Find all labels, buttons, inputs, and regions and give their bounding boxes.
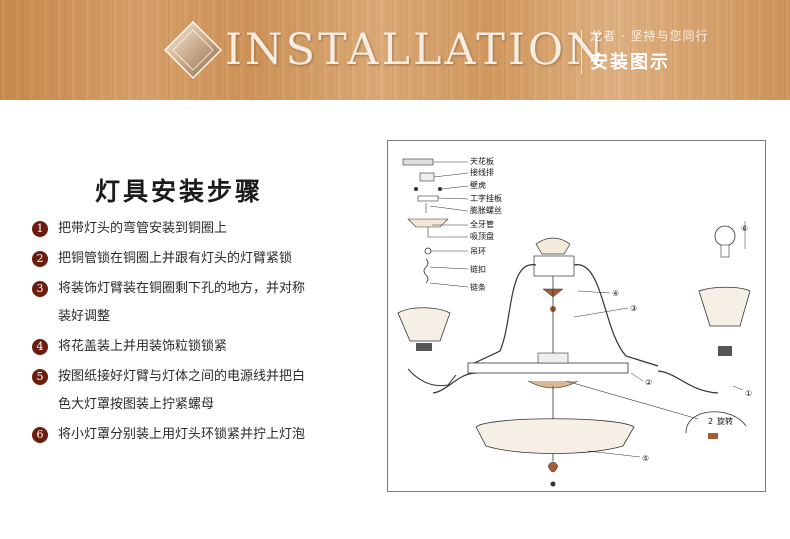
step-number: 3 (32, 281, 48, 297)
step-number: 1 (32, 221, 48, 237)
ceiling-plate-icon (402, 158, 434, 166)
banner-title: INSTALLATION (225, 25, 607, 75)
step-text: 将装饰灯臂装在铜圈剩下孔的地方，并对称 (58, 281, 306, 296)
steps-list: 1 把带灯头的弯管安装到铜圈上 2 把铜管锁在铜圈上并跟有灯头的灯臂紧锁 3 将… (32, 221, 352, 443)
banner-slogan: 龙者 · 坚持与您同行 (590, 29, 709, 43)
chandelier-diagram-svg: 天花板 接线排 壁虎 工字挂板 膨胀螺丝 全牙管 吸顶盘 吊环 链扣 链条 (397, 156, 752, 487)
step-4: 4 将花盖装上并用装饰粒锁锁紧 (32, 339, 352, 355)
right-shade-icon (698, 286, 751, 327)
header-banner: INSTALLATION 龙者 · 坚持与您同行 安装图示 (0, 0, 790, 100)
callout-5: ⑤ (642, 454, 649, 463)
label-chain: 链条 (470, 282, 486, 292)
step-3: 3 将装饰灯臂装在铜圈剩下孔的地方，并对称 装好调整 (32, 281, 352, 325)
step-text-continued: 色大灯罩按图装上拧紧螺母 (58, 397, 215, 412)
right-arm-icon (573, 264, 659, 367)
callout-3: ③ (630, 304, 637, 313)
callout-1: ① (745, 389, 752, 398)
zoom-label-number: 2 (708, 417, 713, 426)
step-6: 6 将小灯罩分别装上用灯头环锁紧并拧上灯泡 (32, 427, 352, 443)
step-text: 将花盖装上并用装饰粒锁锁紧 (58, 339, 228, 354)
step-text: 把铜管锁在铜圈上并跟有灯头的灯臂紧锁 (58, 251, 293, 266)
diamond-logo-icon (163, 20, 223, 80)
zoom-detail-icon (685, 411, 747, 434)
terminal-block-icon (419, 172, 435, 182)
banner-section-title: 安装图示 (590, 52, 670, 73)
hook-ring-icon (424, 247, 432, 255)
callout-6: ⑥ (741, 224, 748, 233)
body-bar-icon (467, 362, 629, 374)
mounting-bracket-icon (417, 195, 439, 202)
step-number: 2 (32, 251, 48, 267)
step-1: 1 把带灯头的弯管安装到铜圈上 (32, 221, 352, 237)
step-number: 4 (32, 339, 48, 355)
step-text: 将小灯罩分别装上用灯头环锁紧并拧上灯泡 (58, 427, 306, 442)
label-bracket: 工字挂板 (470, 193, 502, 203)
callout-2: ② (645, 378, 652, 387)
label-anchor: 壁虎 (470, 180, 486, 190)
label-terminal: 接线排 (470, 167, 494, 177)
installation-diagram: 天花板 接线排 壁虎 工字挂板 膨胀螺丝 全牙管 吸顶盘 吊环 链扣 链条 (387, 140, 766, 492)
anchor-icon (414, 187, 418, 191)
label-canopy: 吸顶盘 (470, 231, 494, 241)
label-expansion-screw: 膨胀螺丝 (470, 205, 502, 215)
step-number: 6 (32, 427, 48, 443)
step-number: 5 (32, 369, 48, 385)
canopy-icon (407, 218, 449, 228)
left-arm-icon (467, 264, 537, 367)
banner-divider (581, 30, 582, 74)
label-threaded-pipe: 全牙管 (470, 219, 494, 229)
zoom-label-rotate: 旋转 (717, 416, 733, 426)
top-cup-icon (535, 237, 571, 255)
step-2: 2 把铜管锁在铜圈上并跟有灯头的灯臂紧锁 (32, 251, 352, 267)
main-bowl-icon (475, 418, 635, 454)
label-ceiling: 天花板 (470, 156, 494, 166)
bulb-icon (714, 225, 736, 247)
page-title: 灯具安装步骤 (95, 177, 264, 206)
chain-icon (423, 258, 429, 284)
wood-texture (0, 0, 790, 100)
label-hook-ring: 吊环 (470, 247, 486, 256)
label-chain-link: 链扣 (470, 264, 486, 274)
step-text-continued: 装好调整 (58, 309, 111, 324)
callout-4: ④ (612, 289, 619, 298)
step-text: 把带灯头的弯管安装到铜圈上 (58, 221, 228, 236)
left-shade-icon (397, 307, 451, 342)
step-text: 按图纸接好灯臂与灯体之间的电源线并把白 (58, 369, 306, 384)
step-5: 5 按图纸接好灯臂与灯体之间的电源线并把白 色大灯罩按图装上拧紧螺母 (32, 369, 352, 413)
